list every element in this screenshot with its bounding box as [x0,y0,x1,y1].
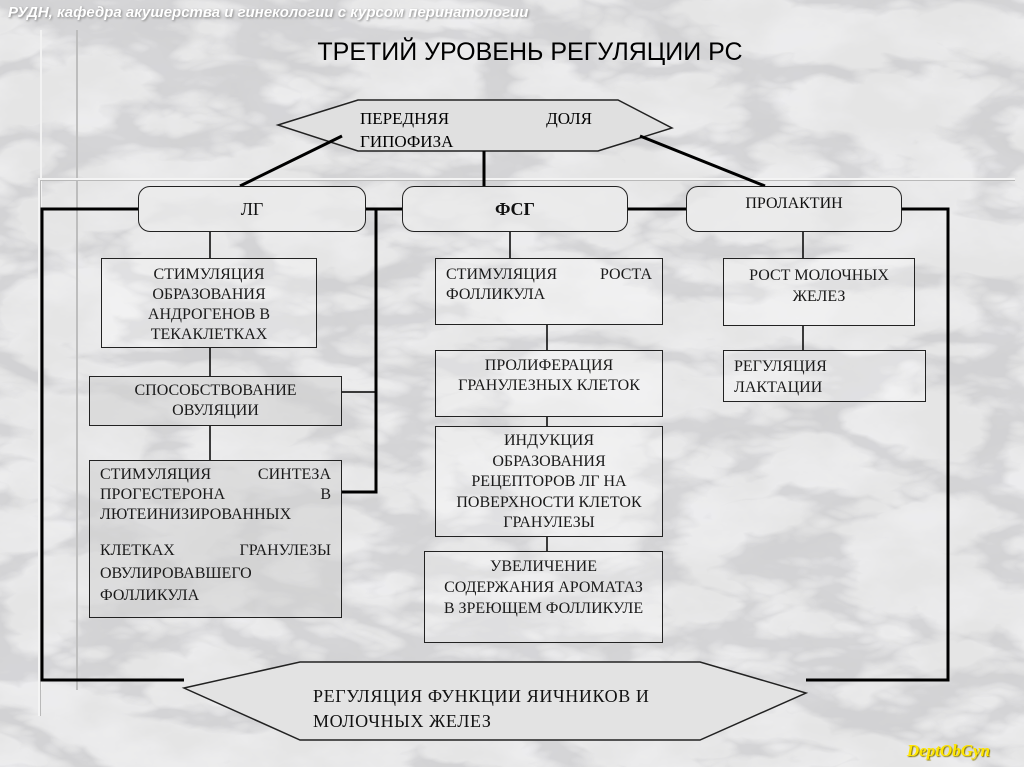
regulation-shape [181,661,809,741]
lh-prog-word-2: СИНТЕЗА [257,466,331,483]
prl-mammary-line-1: РОСТ МОЛОЧНЫХ [749,267,889,284]
panel-frame [38,178,1015,716]
lh-prog-word-4: В [320,486,331,503]
fsh-recept-line-2: ОБРАЗОВАНИЯ [492,452,606,470]
fsh-recept-line-4: ПОВЕРХНОСТИ КЛЕТОК [456,493,642,511]
fsh-receptors-box: ИНДУКЦИЯ ОБРАЗОВАНИЯ РЕЦЕПТОРОВ ЛГ НА ПО… [435,426,663,537]
lh-prog-word-6: ГРАНУЛЕЗЫ [239,542,331,559]
hormone-fsh-label: ФСГ [495,198,535,219]
fsh-recept-line-3: РЕЦЕПТОРОВ ЛГ НА [471,473,627,490]
lh-ovulation-line-2: ОВУЛЯЦИИ [172,402,259,419]
hormone-prolactin-label: ПРОЛАКТИН [745,195,843,212]
department-logo: DeptObGyn [906,741,990,760]
fsh-prolif-line-2: ГРАНУЛЕЗНЫХ КЛЕТОК [458,377,640,394]
lh-prog-word-3: ПРОГЕСТЕРОНА [100,486,226,503]
lh-androgens-line-4: ТЕКАКЛЕТКАХ [150,326,268,343]
prl-mammary-box: РОСТ МОЛОЧНЫХ ЖЕЛЕЗ [723,258,915,326]
lh-androgens-line-1: СТИМУЛЯЦИЯ [153,266,265,283]
fsh-growth-box: СТИМУЛЯЦИЯ РОСТА ФОЛЛИКУЛА [435,258,663,325]
lh-ovulation-box: СПОСОБСТВОВАНИЕ ОВУЛЯЦИИ [89,376,342,426]
prl-lact-line-1: РЕГУЛЯЦИЯ [734,358,827,375]
prl-mammary-line-2: ЖЕЛЕЗ [792,288,846,305]
fsh-growth-line-2: ФОЛЛИКУЛА [446,286,546,303]
fsh-prolif-line-1: ПРОЛИФЕРАЦИЯ [484,357,614,374]
lh-androgens-line-2: ОБРАЗОВАНИЯ [152,286,266,303]
regulation-line-1: РЕГУЛЯЦИЯ ФУНКЦИИ ЯИЧНИКОВ И [313,686,650,706]
fsh-proliferation-box: ПРОЛИФЕРАЦИЯ ГРАНУЛЕЗНЫХ КЛЕТОК [435,350,663,417]
hormone-lh: ЛГ [138,186,366,232]
fsh-arom-line-1: УВЕЛИЧЕНИЕ [489,558,598,575]
prl-lactation-box: РЕГУЛЯЦИЯ ЛАКТАЦИИ [723,350,926,402]
hormone-fsh: ФСГ [402,186,628,232]
lh-prog-word-5: КЛЕТКАХ [100,542,175,559]
regulation-node: РЕГУЛЯЦИЯ ФУНКЦИИ ЯИЧНИКОВ И МОЛОЧНЫХ ЖЕ… [313,684,650,734]
pituitary-shape [275,99,674,152]
lh-androgens-box: СТИМУЛЯЦИЯ ОБРАЗОВАНИЯ АНДРОГЕНОВ В ТЕКА… [101,258,317,348]
fsh-recept-line-5: ГРАНУЛЕЗЫ [503,514,595,531]
lh-prog-word-1: СТИМУЛЯЦИЯ [100,466,212,483]
lh-ovulation-line-1: СПОСОБСТВОВАНИЕ [134,382,297,399]
hormone-lh-label: ЛГ [240,198,264,219]
lh-prog-line-5: ОВУЛИРОВАВШЕГО [100,565,252,582]
regulation-line-2: МОЛОЧНЫХ ЖЕЛЕЗ [313,711,492,731]
lh-prog-line-6: ФОЛЛИКУЛА [100,587,200,604]
lh-prog-line-3: ЛЮТЕИНИЗИРОВАННЫХ [100,506,292,523]
pituitary-word-2: ДОЛЯ [546,109,592,128]
fsh-growth-word-2: РОСТА [599,266,652,283]
page-title: ТРЕТИЙ УРОВЕНЬ РЕГУЛЯЦИИ РС [317,38,743,66]
pituitary-word-3: ГИПОФИЗА [360,132,454,151]
pituitary-node: ПЕРЕДНЯЯ ДОЛЯ ГИПОФИЗА [360,107,592,153]
lh-androgens-line-3: АНДРОГЕНОВ В [147,306,271,323]
prl-lact-line-2: ЛАКТАЦИИ [734,379,823,396]
header-caption: РУДН, кафедра акушерства и гинекологии с… [8,4,529,21]
pituitary-word-1: ПЕРЕДНЯЯ [360,109,450,128]
fsh-arom-line-3: В ЗРЕЮЩЕМ ФОЛЛИКУЛЕ [443,600,644,617]
lh-progesterone-box: СТИМУЛЯЦИЯ СИНТЕЗА ПРОГЕСТЕРОНА В ЛЮТЕИН… [89,460,342,618]
fsh-arom-line-2: СОДЕРЖАНИЯ АРОМАТАЗ [444,579,643,596]
fsh-growth-word-1: СТИМУЛЯЦИЯ [446,266,558,283]
hormone-prolactin: ПРОЛАКТИН [686,186,902,232]
fsh-aromatase-box: УВЕЛИЧЕНИЕ СОДЕРЖАНИЯ АРОМАТАЗ В ЗРЕЮЩЕМ… [424,551,663,643]
fsh-recept-line-1: ИНДУКЦИЯ [504,432,594,449]
